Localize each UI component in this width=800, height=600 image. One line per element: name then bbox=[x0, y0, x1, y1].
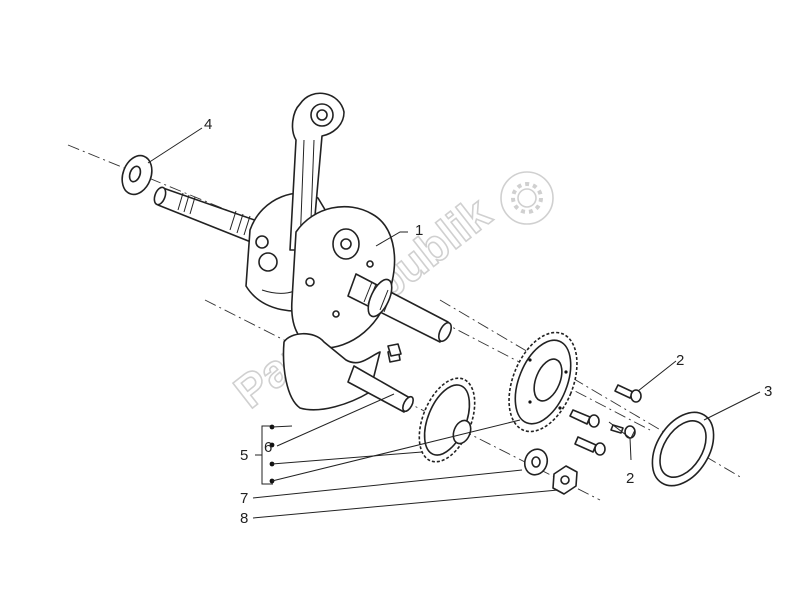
washer-part-7 bbox=[523, 448, 549, 476]
screw-b bbox=[569, 409, 600, 428]
callout-3: 3 bbox=[764, 383, 772, 400]
screw-c bbox=[574, 436, 606, 456]
driven-gear bbox=[418, 377, 476, 463]
callout-1: 1 bbox=[415, 222, 423, 239]
key-pin bbox=[387, 343, 402, 357]
washer-part-4 bbox=[121, 154, 153, 196]
callout-5: 5 bbox=[240, 447, 248, 464]
screw-a bbox=[614, 384, 642, 403]
callout-2-top: 2 bbox=[676, 352, 684, 369]
callout-8: 8 bbox=[240, 510, 248, 527]
callout-4: 4 bbox=[204, 116, 212, 133]
leader-lines bbox=[147, 127, 761, 519]
drive-gear bbox=[508, 331, 578, 433]
callout-6: 6 bbox=[264, 439, 272, 456]
callout-2-bottom: 2 bbox=[626, 470, 634, 487]
seal-ring-part-3 bbox=[651, 411, 715, 487]
callout-labels: 4 1 2 3 2 5 6 7 8 bbox=[204, 116, 772, 527]
nut-part-8 bbox=[552, 465, 578, 495]
callout-7: 7 bbox=[240, 490, 248, 507]
watermark-gear-icon bbox=[500, 171, 554, 225]
crankshaft-assembly bbox=[153, 92, 452, 413]
screw-d bbox=[610, 424, 636, 439]
